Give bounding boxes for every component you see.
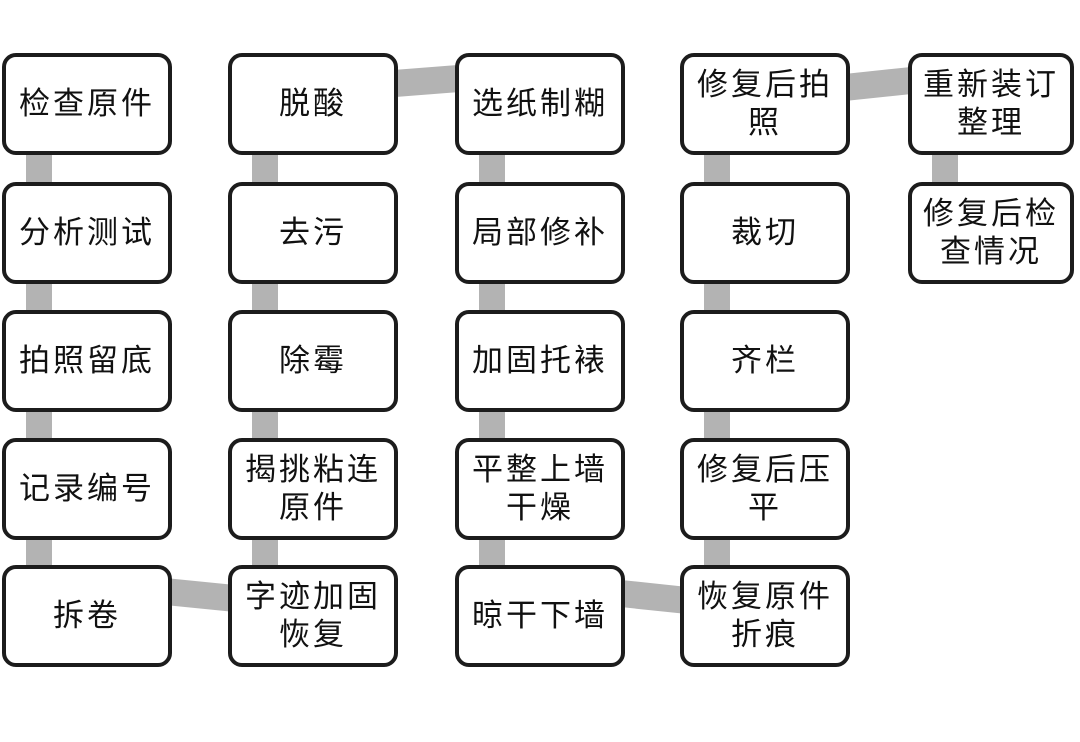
flow-step-analyze-test: 分析测试 [2, 182, 172, 284]
flow-step-press-flat-after-repair: 修复后压平 [680, 438, 850, 540]
flow-step-inspect-original: 检查原件 [2, 53, 172, 155]
connector-deacidify-to-select-paper [386, 64, 467, 98]
flow-step-local-repair: 局部修补 [455, 182, 625, 284]
connector-dry-to-restore-creases [614, 579, 694, 615]
flow-step-align-columns: 齐栏 [680, 310, 850, 412]
flow-step-flatten-wall-dry: 平整上墙干燥 [455, 438, 625, 540]
flow-step-post-repair-inspection: 修复后检查情况 [908, 182, 1074, 284]
connector-photo-to-rebind [838, 66, 918, 102]
flow-step-deacidify: 脱酸 [228, 53, 398, 155]
flow-step-record-number: 记录编号 [2, 438, 172, 540]
flow-step-reinforce-lining: 加固托裱 [455, 310, 625, 412]
flow-step-photo-after-repair: 修复后拍照 [680, 53, 850, 155]
flow-step-remove-stains: 去污 [228, 182, 398, 284]
flow-step-ink-consolidation: 字迹加固恢复 [228, 565, 398, 667]
connector-unbind-to-ink-consolidation [158, 577, 242, 613]
flow-step-rebind-organize: 重新装订整理 [908, 53, 1074, 155]
flow-step-select-paper-make-paste: 选纸制糊 [455, 53, 625, 155]
flow-step-trim: 裁切 [680, 182, 850, 284]
flow-step-unbind-volume: 拆卷 [2, 565, 172, 667]
flow-step-dry-remove-wall: 晾干下墙 [455, 565, 625, 667]
flow-step-restore-original-creases: 恢复原件折痕 [680, 565, 850, 667]
flow-step-photo-archive: 拍照留底 [2, 310, 172, 412]
flow-step-remove-mold: 除霉 [228, 310, 398, 412]
flow-step-separate-stuck-pages: 揭挑粘连原件 [228, 438, 398, 540]
